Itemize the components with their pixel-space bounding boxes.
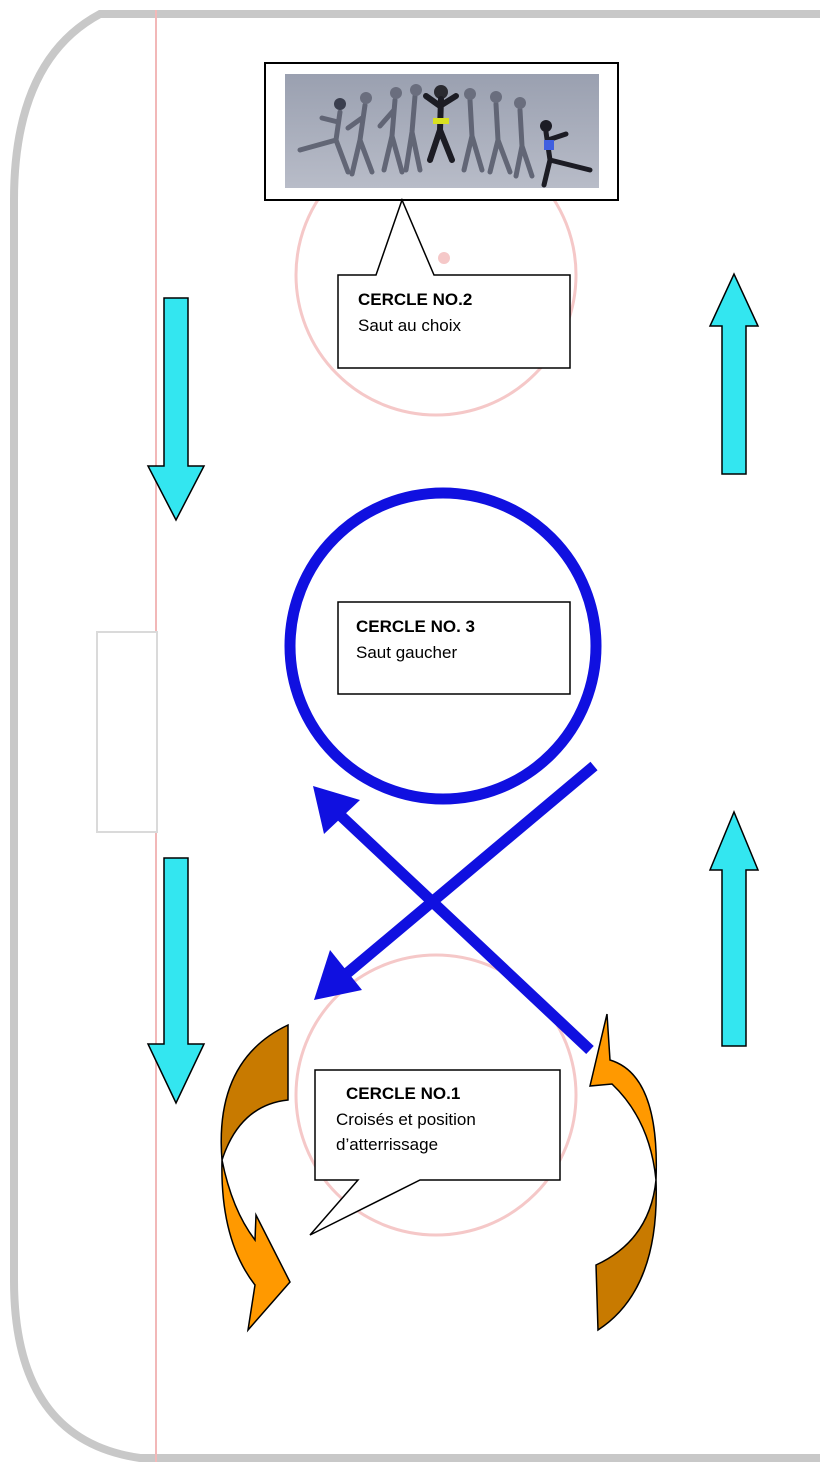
goal-box xyxy=(96,631,158,833)
blue-path-down-left xyxy=(341,761,598,980)
orange-arrow-left-front xyxy=(221,1159,291,1333)
faceoff-circle-bottom xyxy=(294,953,578,1237)
cyan-arrow-down-bottom xyxy=(146,857,206,1105)
cyan-arrow-up-bottom xyxy=(708,810,760,1047)
callout-circle-1-title: CERCLE NO.1 xyxy=(346,1084,460,1103)
callout-circle-1-line2: d’atterrissage xyxy=(336,1135,438,1154)
callout-circle-3 xyxy=(337,601,571,695)
callout-circle-3-text: Saut gaucher xyxy=(356,643,457,662)
blue-arrowhead-up-left xyxy=(313,786,360,834)
callout-circle-2 xyxy=(337,197,571,369)
callout-circle-3-title: CERCLE NO. 3 xyxy=(356,617,475,636)
callout-circle-1-line1: Croisés et position xyxy=(336,1110,476,1129)
cyan-arrow-down-top xyxy=(146,297,206,522)
orange-arrow-left-back xyxy=(220,1023,289,1161)
callout-circle-1 xyxy=(309,1069,561,1236)
orange-arrow-right-front xyxy=(589,1013,658,1181)
skater-figures xyxy=(297,84,593,188)
callout-circle-2-title: CERCLE NO.2 xyxy=(358,290,472,309)
blue-arrowhead-down-left xyxy=(314,950,362,1000)
rink-boards xyxy=(10,10,820,1462)
cyan-arrow-up-top xyxy=(708,272,760,475)
callout-circle-2-text: Saut au choix xyxy=(358,316,462,335)
blue-circle-3 xyxy=(284,487,602,805)
blue-path-up-left xyxy=(336,810,594,1055)
orange-arrow-right-back xyxy=(595,1179,657,1332)
faceoff-dot-top xyxy=(438,252,450,264)
